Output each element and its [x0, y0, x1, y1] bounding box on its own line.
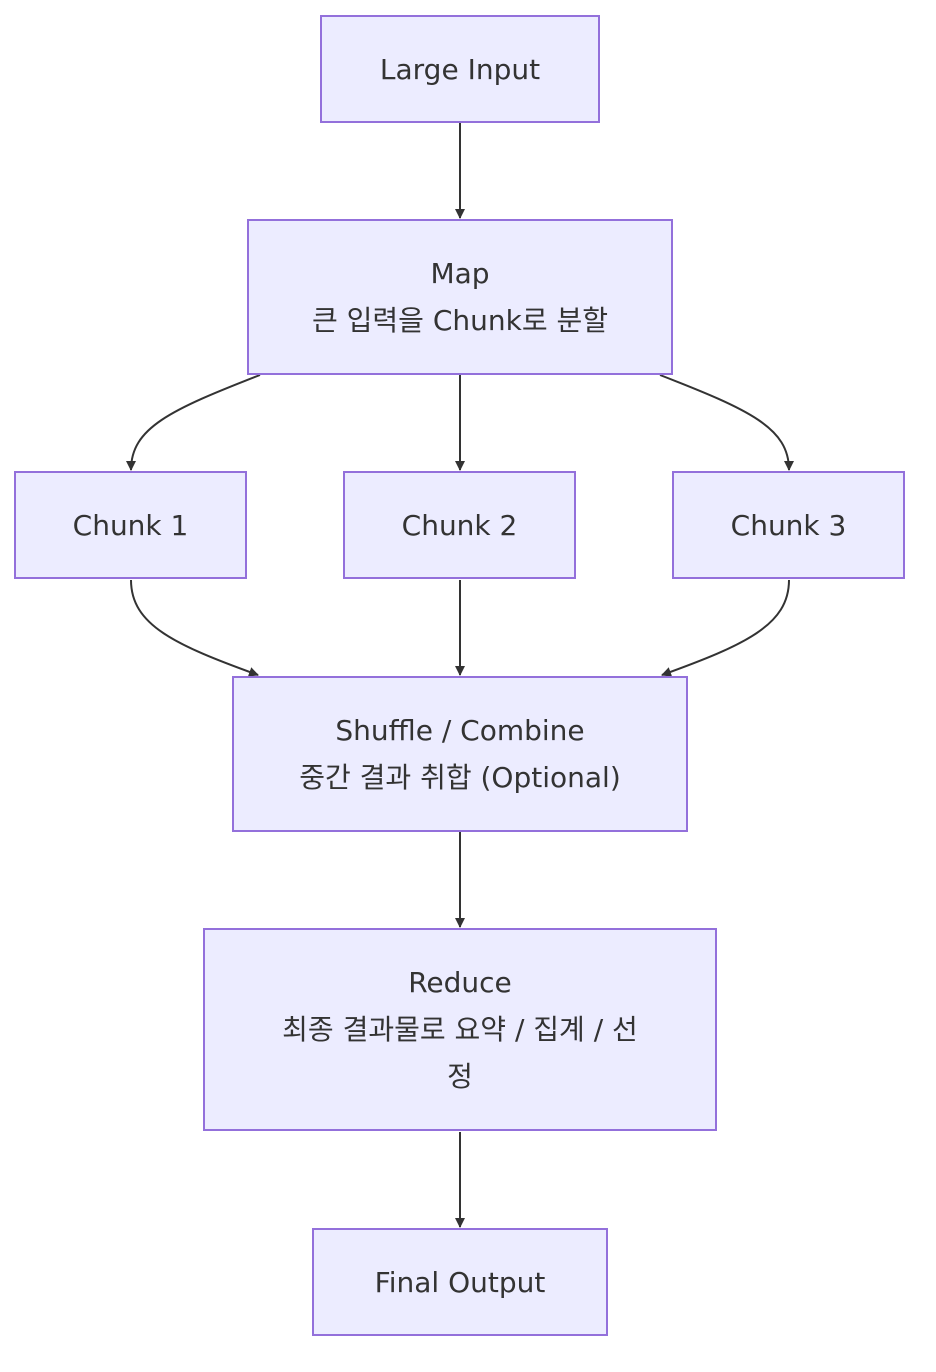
- node-map-title: Map: [430, 257, 490, 290]
- node-chunk-1-label: Chunk 1: [72, 508, 189, 542]
- edge-map-to-chunk1: [126, 374, 261, 471]
- node-chunk-2: Chunk 2: [343, 471, 576, 579]
- edge-chunk3-to-shuffle: [661, 579, 790, 677]
- node-reduce-title: Reduce: [408, 966, 512, 999]
- node-reduce-subtitle-line2: 정: [447, 1060, 473, 1093]
- node-chunk-3: Chunk 3: [672, 471, 905, 579]
- node-reduce: Reduce 최종 결과물로 요약 / 집계 / 선 정: [203, 928, 717, 1131]
- node-chunk-1: Chunk 1: [14, 471, 247, 579]
- node-chunk-2-label: Chunk 2: [401, 508, 518, 542]
- node-map-subtitle: 큰 입력을 Chunk로 분할: [311, 304, 609, 337]
- node-final-output: Final Output: [312, 1228, 608, 1336]
- node-chunk-3-label: Chunk 3: [730, 508, 847, 542]
- edge-chunk1-to-shuffle: [130, 579, 259, 677]
- node-shuffle-subtitle: 중간 결과 취합 (Optional): [299, 761, 621, 794]
- node-large-input: Large Input: [320, 15, 600, 123]
- node-shuffle-combine: Shuffle / Combine 중간 결과 취합 (Optional): [232, 676, 688, 832]
- node-final-output-label: Final Output: [374, 1265, 546, 1299]
- node-map: Map 큰 입력을 Chunk로 분할: [247, 219, 673, 375]
- node-large-input-label: Large Input: [379, 52, 541, 86]
- node-reduce-subtitle-line1: 최종 결과물로 요약 / 집계 / 선: [282, 1013, 638, 1046]
- edge-map-to-chunk3: [659, 374, 794, 471]
- node-shuffle-title: Shuffle / Combine: [335, 714, 585, 747]
